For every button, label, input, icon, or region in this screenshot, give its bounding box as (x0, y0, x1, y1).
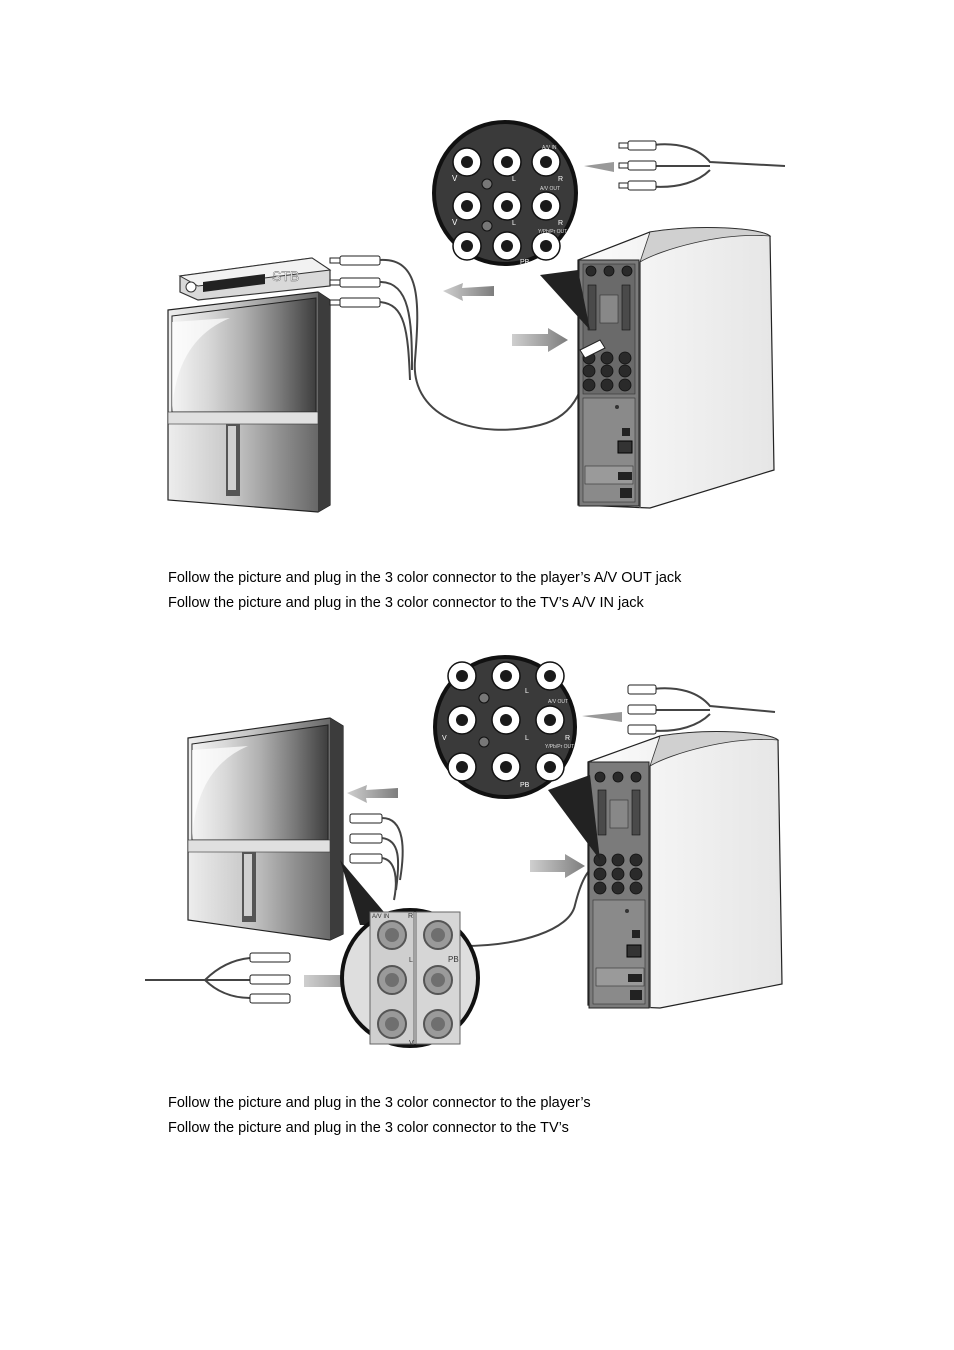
arrow-into-zoom-2 (582, 712, 622, 722)
player-1 (577, 227, 775, 509)
plugs-left-2 (249, 952, 291, 1004)
plugs-tv-2 (349, 813, 383, 864)
tv-2 (187, 717, 344, 941)
jack-l-2a: L (525, 688, 529, 695)
plugs-top-1 (618, 140, 657, 191)
stb-label: STB (272, 268, 299, 284)
label-ypbpr-out-2: Y/Pb/Pr OUT (545, 744, 574, 750)
zoom-panel-2: A/V OUT Y/Pb/Pr OUT L V L R PB (433, 655, 600, 860)
set-top-box: STB (178, 257, 332, 301)
arrow-left-2 (347, 785, 398, 803)
caption-3: Follow the picture and plug in the 3 col… (168, 1095, 591, 1111)
jack-v-1: V (452, 174, 458, 183)
jack-r-tv: R (408, 913, 413, 920)
jack-l-tv: L (409, 957, 413, 964)
player-2 (587, 731, 783, 1009)
plugs-top-2 (627, 684, 657, 735)
jack-pb-tv: PB (448, 955, 459, 964)
zoom-panel-1: A/V IN A/V OUT Y/Pb/Pr OUT V L R V L R P… (432, 120, 590, 330)
plugs-tv-1 (329, 255, 381, 308)
jack-r-2: R (565, 735, 570, 742)
arrow-right-2 (530, 854, 585, 878)
label-tv-av-in: A/V IN (372, 914, 389, 920)
jack-pb-2: PB (520, 782, 530, 789)
jack-r-1: R (558, 176, 563, 183)
figure-2: A/V OUT Y/Pb/Pr OUT L V L R PB A/V IN R (145, 655, 783, 1048)
jack-r-1c: R (556, 259, 561, 266)
arrow-into-zoom-1 (584, 162, 614, 172)
arrow-right-1 (512, 328, 568, 352)
jack-v-2: V (442, 735, 447, 742)
figure-1: STB (167, 120, 786, 513)
jack-v-1b: V (452, 218, 458, 227)
label-av-out: A/V OUT (540, 186, 560, 192)
jack-pb-1: PB (520, 259, 530, 266)
caption-4: Follow the picture and plug in the 3 col… (168, 1120, 569, 1136)
caption-1: Follow the picture and plug in the 3 col… (168, 570, 682, 586)
label-av-in: A/V IN (542, 145, 557, 151)
jack-v-tv: V (409, 1040, 414, 1047)
jack-l-2b: L (525, 735, 529, 742)
label-av-out-2: A/V OUT (548, 699, 568, 705)
caption-2: Follow the picture and plug in the 3 col… (168, 595, 644, 611)
jack-l-1b: L (512, 220, 516, 227)
tv-1 (167, 291, 331, 513)
zoom-panel-tv: A/V IN R L V PB (340, 860, 480, 1048)
label-ypbpr-out: Y/Pb/Pr OUT (538, 229, 567, 235)
jack-r-1b: R (558, 220, 563, 227)
jack-l-1: L (512, 176, 516, 183)
arrow-left-1 (443, 283, 494, 301)
cables-2 (145, 687, 776, 999)
